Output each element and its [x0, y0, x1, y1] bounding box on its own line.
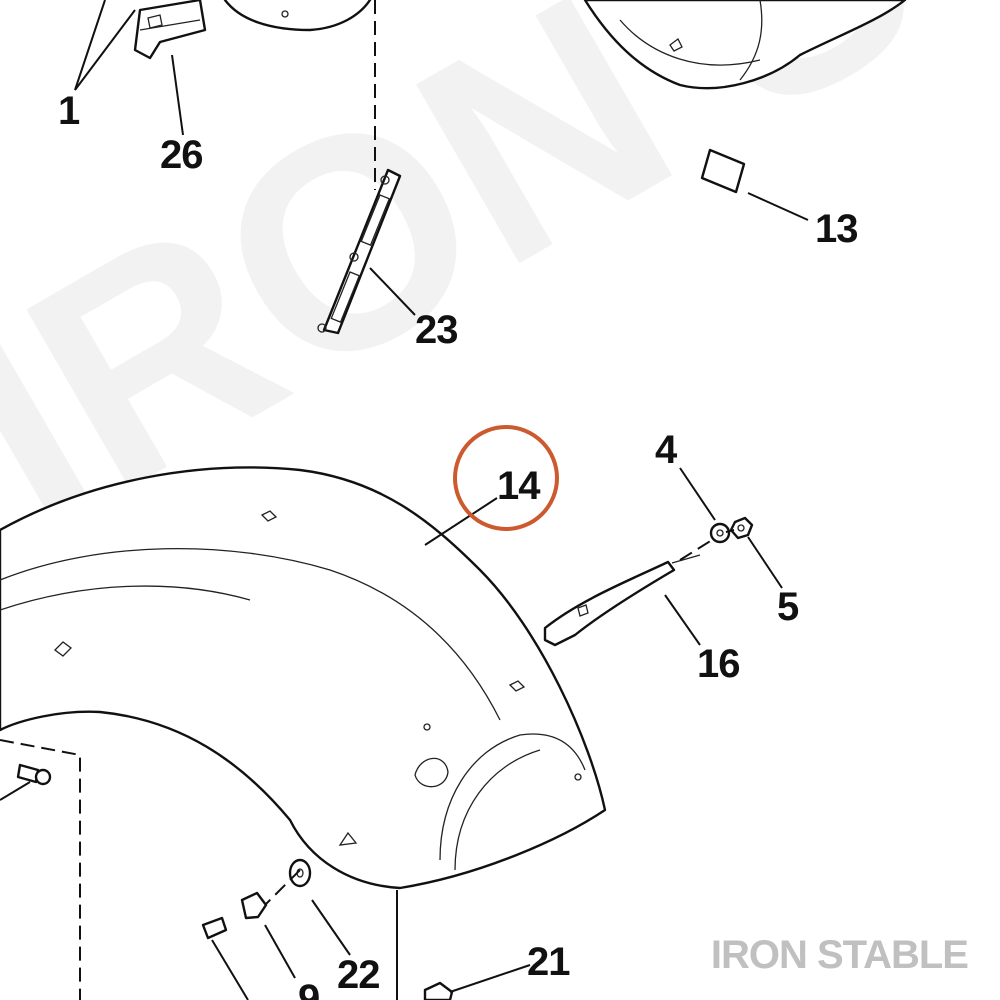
callout-14[interactable]: 14 — [497, 464, 542, 508]
leader-lines — [0, 0, 809, 1000]
callout-1[interactable]: 1 — [58, 89, 81, 133]
part-13-pad — [700, 148, 746, 194]
highlight-ring — [453, 425, 559, 531]
brand-label: IRON STABLE — [711, 933, 968, 977]
callout-26[interactable]: 26 — [160, 133, 204, 177]
hardware-9-22 — [201, 858, 312, 940]
callout-labels: 1 26 13 23 4 14 5 16 21 22 9 — [58, 89, 859, 1000]
part-26-bracket — [133, 0, 207, 60]
part-14-fender — [0, 466, 607, 890]
callout-21[interactable]: 21 — [527, 940, 571, 984]
callout-16[interactable]: 16 — [697, 642, 741, 686]
callout-22[interactable]: 22 — [337, 953, 381, 997]
callout-9[interactable]: 9 — [298, 977, 320, 1000]
part-upper-left — [223, 0, 372, 32]
part-16-bracket — [543, 554, 701, 647]
callout-23[interactable]: 23 — [415, 308, 459, 352]
callout-4[interactable]: 4 — [655, 428, 679, 472]
hardware-left-bolt — [16, 763, 52, 786]
callout-13[interactable]: 13 — [815, 207, 859, 251]
part-upper-fender — [583, 0, 907, 90]
assembly-lines — [0, 0, 735, 1000]
callout-5[interactable]: 5 — [777, 585, 800, 629]
part-23-strip — [317, 168, 402, 335]
hardware-21-nut — [423, 981, 454, 1000]
